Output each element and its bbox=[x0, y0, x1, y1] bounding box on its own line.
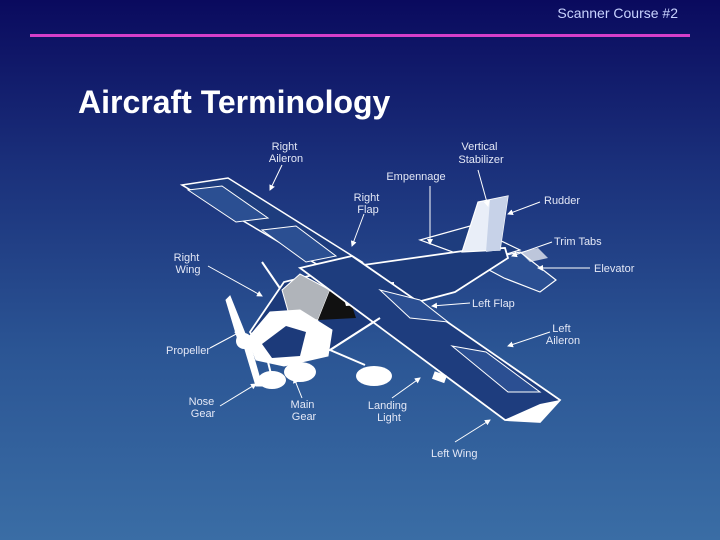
label-trim-tabs: Trim Tabs bbox=[554, 236, 602, 248]
label-left-aileron: Left Aileron bbox=[546, 323, 580, 347]
label-right-aileron: Right Aileron bbox=[269, 141, 303, 165]
label-main-gear: Main Gear bbox=[291, 399, 318, 423]
nose-wheel bbox=[258, 371, 286, 389]
cowl-shade bbox=[262, 326, 306, 358]
main-wheel-right bbox=[284, 362, 316, 382]
main-wheel-left bbox=[356, 366, 392, 386]
left-wing-tip bbox=[504, 400, 560, 422]
course-label: Scanner Course #2 bbox=[557, 5, 678, 21]
label-right-wing: Right Wing bbox=[174, 252, 203, 276]
left-aileron bbox=[450, 345, 542, 393]
label-propeller: Propeller bbox=[166, 345, 210, 357]
right-flap bbox=[260, 225, 338, 263]
label-vertical-stabilizer: Vertical Stabilizer bbox=[458, 141, 504, 166]
left-flap bbox=[378, 289, 450, 323]
spinner bbox=[236, 333, 252, 349]
label-nose-gear: Nose Gear bbox=[189, 396, 218, 420]
label-landing-light: Landing Light bbox=[368, 400, 410, 424]
leader-arrows bbox=[207, 164, 590, 443]
rudder-surface bbox=[486, 196, 508, 252]
landing-light-lens bbox=[431, 371, 447, 384]
part-labels: Right Aileron Vertical Stabilizer Empenn… bbox=[166, 141, 635, 460]
trim-tab bbox=[520, 248, 548, 262]
header-divider bbox=[30, 34, 690, 37]
label-empennage: Empennage bbox=[386, 171, 445, 183]
label-rudder: Rudder bbox=[544, 195, 580, 207]
label-right-flap: Right Flap bbox=[354, 192, 383, 216]
slide-title: Aircraft Terminology bbox=[78, 84, 391, 120]
label-left-flap: Left Flap bbox=[472, 298, 515, 310]
label-elevator: Elevator bbox=[594, 263, 635, 275]
aircraft-illustration bbox=[179, 177, 562, 423]
right-aileron bbox=[186, 185, 270, 223]
label-left-wing: Left Wing bbox=[431, 448, 477, 460]
